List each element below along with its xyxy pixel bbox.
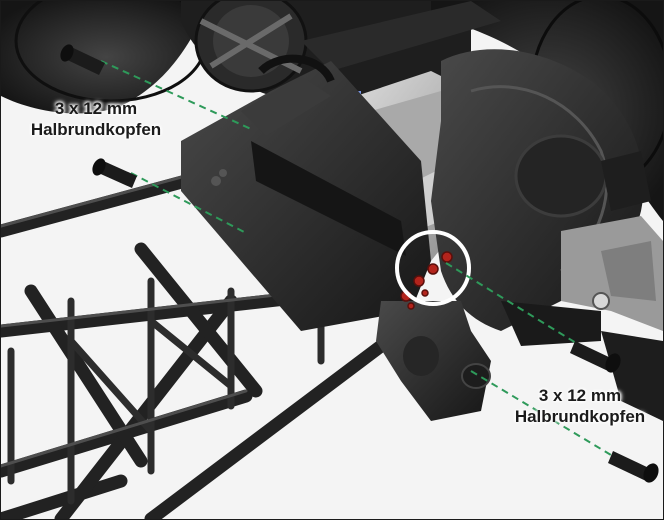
- screw-bottom-right: [608, 451, 659, 483]
- screw-top-left: [60, 44, 105, 75]
- highlight-ring: [395, 230, 471, 306]
- rear-bulkhead: [561, 216, 663, 421]
- drive-shaft: [301, 1, 501, 71]
- screw-callout-left: 3 x 12 mm Halbrundkopfen: [11, 98, 181, 140]
- screw-type-label: Halbrundkopfen: [30, 120, 162, 139]
- wheelie-bar-mount: [181, 54, 431, 331]
- screw-callout-right: 3 x 12 mm Halbrundkopfen: [497, 385, 663, 427]
- screw-size-label: 3 x 12 mm: [54, 99, 138, 118]
- guide-lines: [100, 60, 622, 462]
- lower-mount: [376, 301, 491, 421]
- screw-size-label: 3 x 12 mm: [538, 386, 622, 405]
- skid-plate: [501, 301, 601, 346]
- screw-type-label: Halbrundkopfen: [514, 407, 646, 426]
- screw-mid-right: [570, 341, 621, 373]
- screw-mid-left: [92, 158, 137, 188]
